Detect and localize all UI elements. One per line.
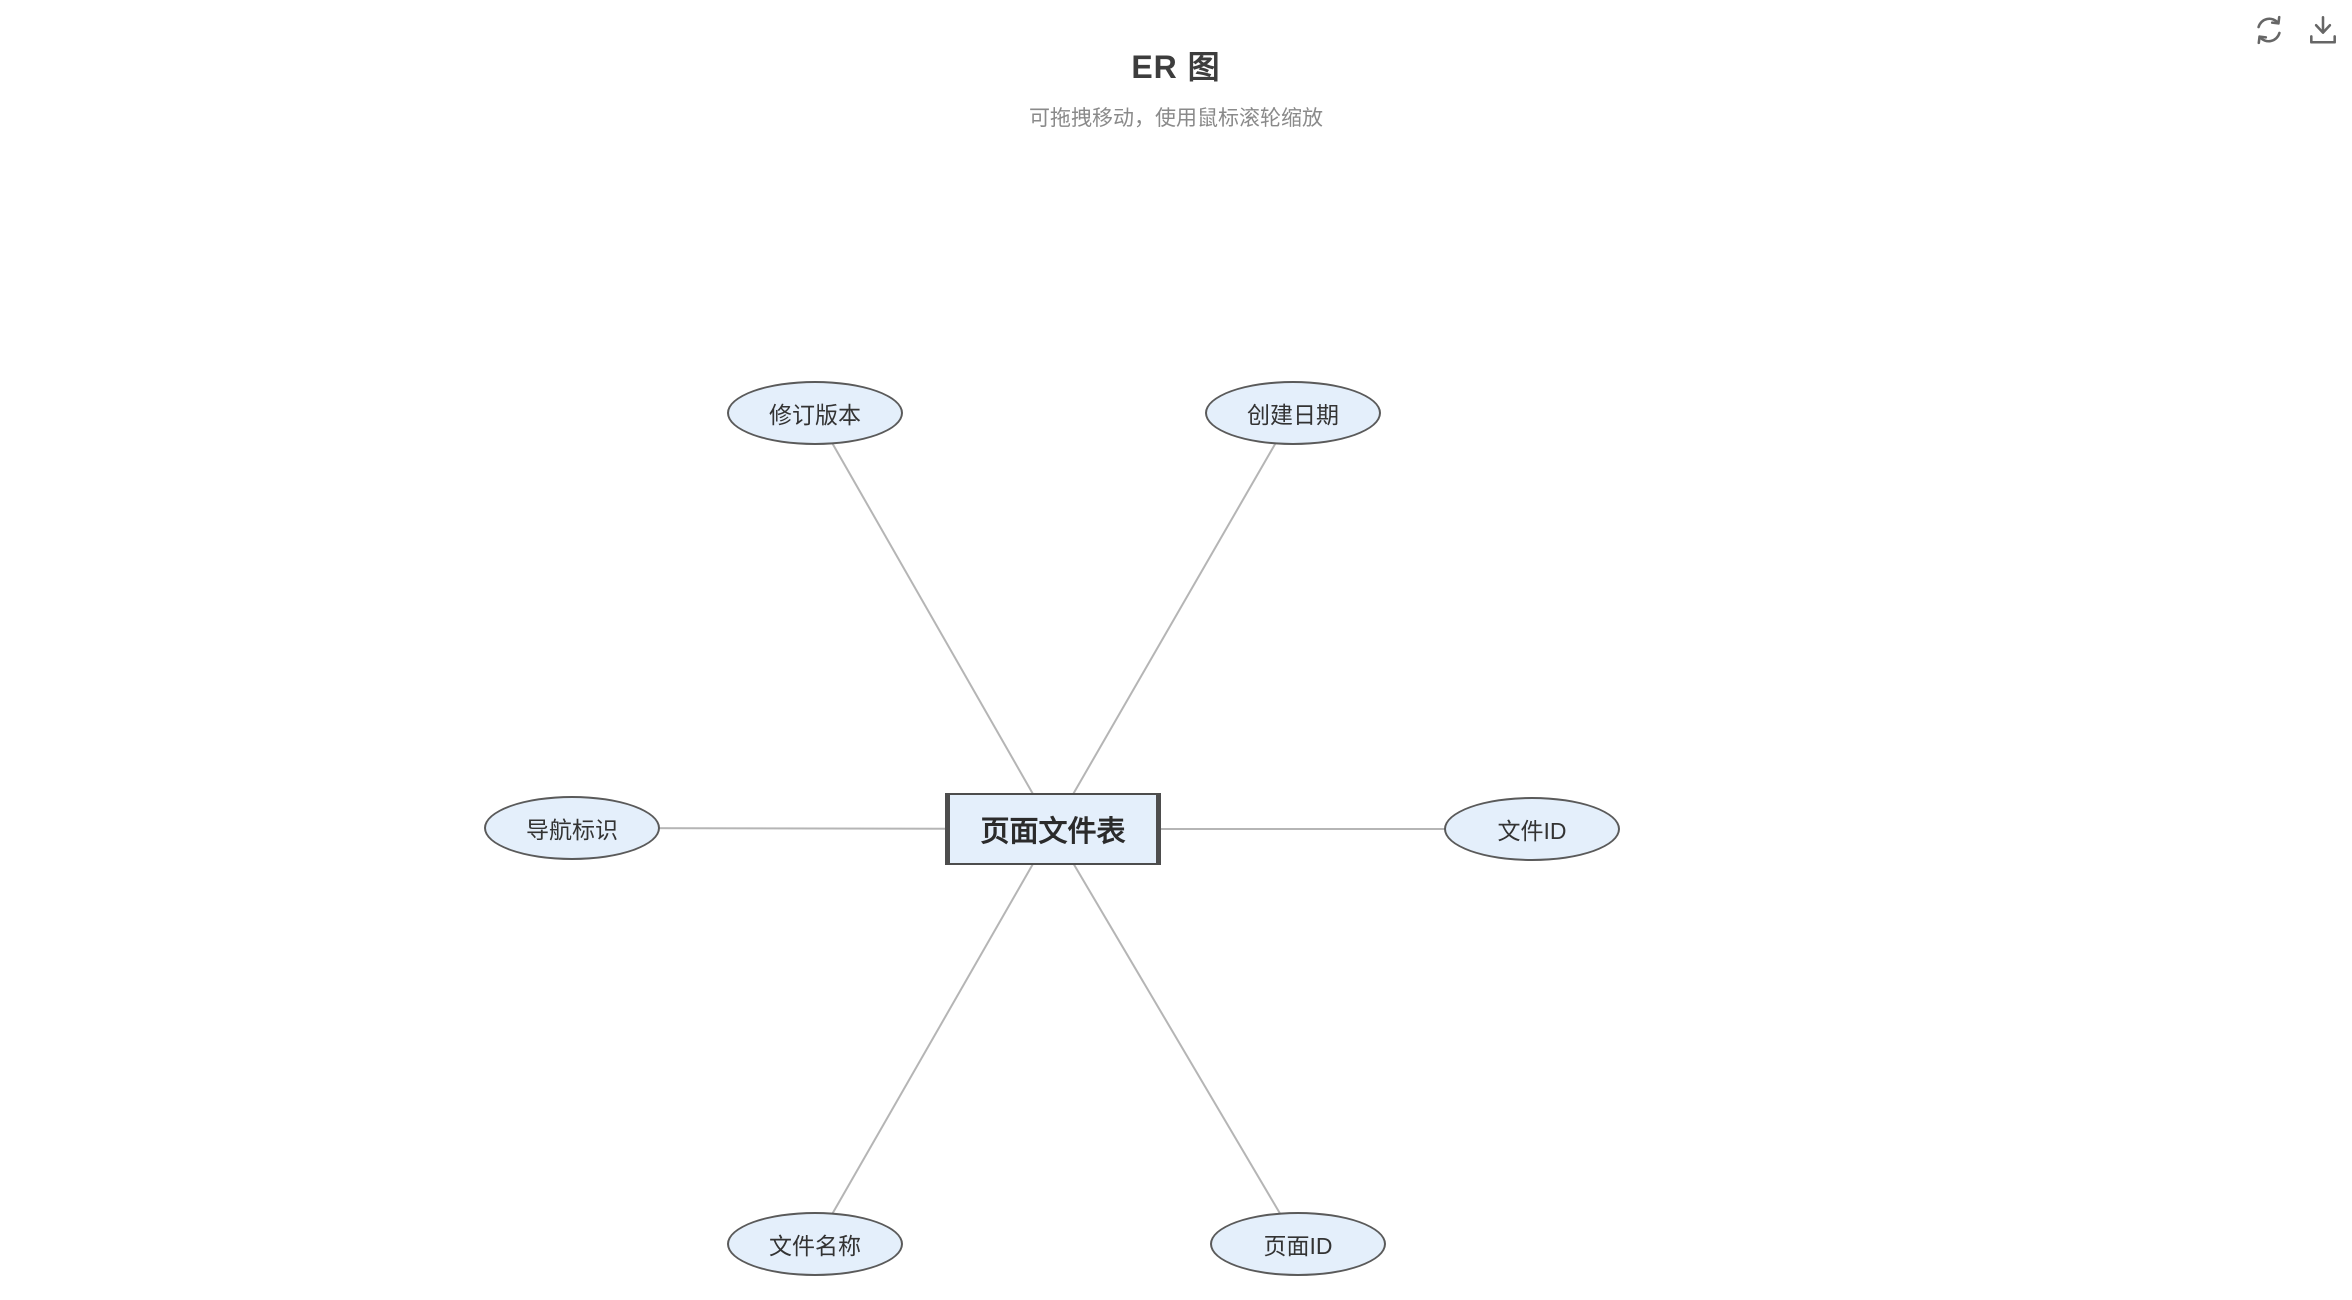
edge-entity-page-id bbox=[1052, 828, 1299, 1245]
entity-label: 页面文件表 bbox=[980, 816, 1126, 848]
attribute-label: 导航标识 bbox=[526, 817, 618, 843]
attribute-label: 文件名称 bbox=[769, 1233, 861, 1259]
refresh-icon[interactable] bbox=[2252, 13, 2286, 47]
attribute-node-nav-id[interactable]: 导航标识 bbox=[484, 796, 660, 860]
edge-entity-file-name bbox=[814, 828, 1054, 1245]
attribute-node-revision[interactable]: 修订版本 bbox=[727, 381, 903, 445]
attribute-label: 文件ID bbox=[1497, 818, 1567, 844]
header: ER 图 可拖拽移动，使用鼠标滚轮缩放 bbox=[0, 0, 2352, 132]
edge-entity-create-date bbox=[1052, 412, 1294, 830]
page-title: ER 图 bbox=[1131, 49, 1221, 85]
attribute-label: 页面ID bbox=[1263, 1233, 1333, 1259]
download-icon[interactable] bbox=[2306, 13, 2340, 47]
attribute-node-file-id[interactable]: 文件ID bbox=[1444, 797, 1620, 861]
attribute-node-create-date[interactable]: 创建日期 bbox=[1205, 381, 1381, 445]
attribute-label: 创建日期 bbox=[1247, 402, 1339, 428]
attribute-node-page-id[interactable]: 页面ID bbox=[1210, 1212, 1386, 1276]
attribute-node-file-name[interactable]: 文件名称 bbox=[727, 1212, 903, 1276]
toolbar bbox=[2252, 13, 2340, 47]
attribute-label: 修订版本 bbox=[769, 402, 861, 428]
edge-entity-revision bbox=[814, 412, 1054, 830]
entity-node-page-file-table[interactable]: 页面文件表 bbox=[945, 793, 1161, 865]
page-subtitle: 可拖拽移动，使用鼠标滚轮缩放 bbox=[1029, 107, 1323, 130]
